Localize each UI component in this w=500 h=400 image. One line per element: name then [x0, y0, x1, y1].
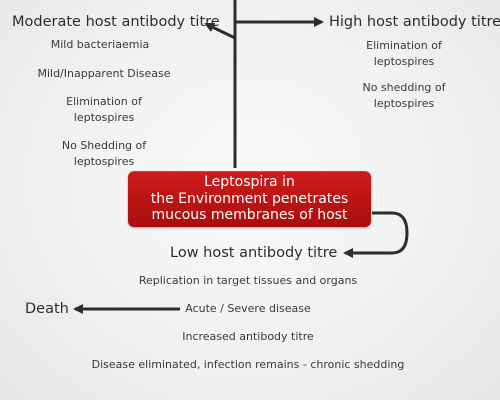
- low-step-2: Acute / Severe disease: [185, 302, 311, 315]
- environment-entry-text: Leptospira in the Environment penetrates…: [150, 174, 349, 224]
- low-step-1: Replication in target tissues and organs: [138, 274, 358, 287]
- high-item-1: Elimination of leptospires: [366, 39, 442, 68]
- moderate-item-4: No Shedding of leptospires: [61, 139, 147, 168]
- moderate-item-1: Mild bacteriaemia: [50, 38, 150, 51]
- low-titre-heading: Low host antibody titre: [170, 245, 338, 261]
- high-titre-heading: High host antibody titre: [329, 14, 500, 30]
- low-step-4: Disease eliminated, infection remains - …: [91, 358, 405, 371]
- high-item-2: No shedding of leptospires: [362, 81, 446, 110]
- moderate-titre-heading: Moderate host antibody titre: [12, 14, 220, 30]
- environment-entry-box: Leptospira in the Environment penetrates…: [128, 171, 371, 227]
- left-branch-line: [204, 22, 236, 40]
- death-label: Death: [25, 301, 69, 317]
- moderate-item-2: Mild/Inapparent Disease: [37, 67, 171, 80]
- moderate-item-3: Elimination of leptospires: [66, 95, 142, 124]
- low-step-3: Increased antibody titre: [182, 330, 314, 343]
- curved-arrow: [343, 211, 409, 258]
